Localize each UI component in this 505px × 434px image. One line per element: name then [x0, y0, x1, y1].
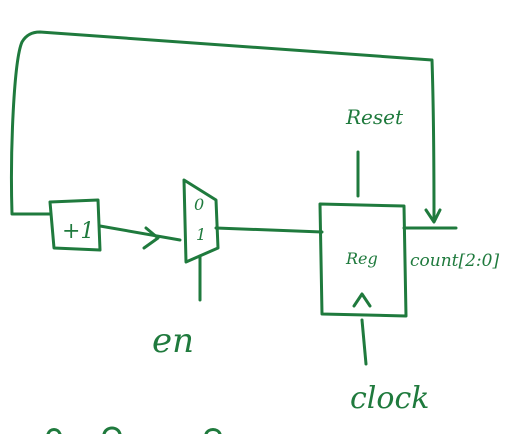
output-label: count[2:0] [410, 251, 499, 271]
adder-to-mux-wire [98, 224, 182, 242]
mux-input-0: 0 [194, 195, 204, 214]
reset-label: Reset [345, 105, 404, 129]
feedback-loop-wire [10, 30, 436, 222]
scribble-1 [46, 428, 62, 434]
clock-line [360, 318, 368, 366]
register-block [318, 202, 408, 318]
mux-block [182, 178, 220, 264]
clock-triangle [352, 292, 372, 308]
scribble-3 [204, 428, 222, 434]
enable-label: en [152, 321, 194, 361]
adder-to-mux-arrowhead [142, 226, 160, 250]
mux-input-1: 1 [196, 225, 206, 244]
register-label: Reg [345, 249, 378, 268]
mux-to-register-wire [214, 226, 324, 234]
scribble-2 [102, 426, 122, 434]
adder-label: +1 [62, 219, 94, 244]
adder-block [48, 198, 102, 252]
feedback-arrowhead [424, 208, 442, 224]
clock-label: clock [350, 381, 429, 416]
